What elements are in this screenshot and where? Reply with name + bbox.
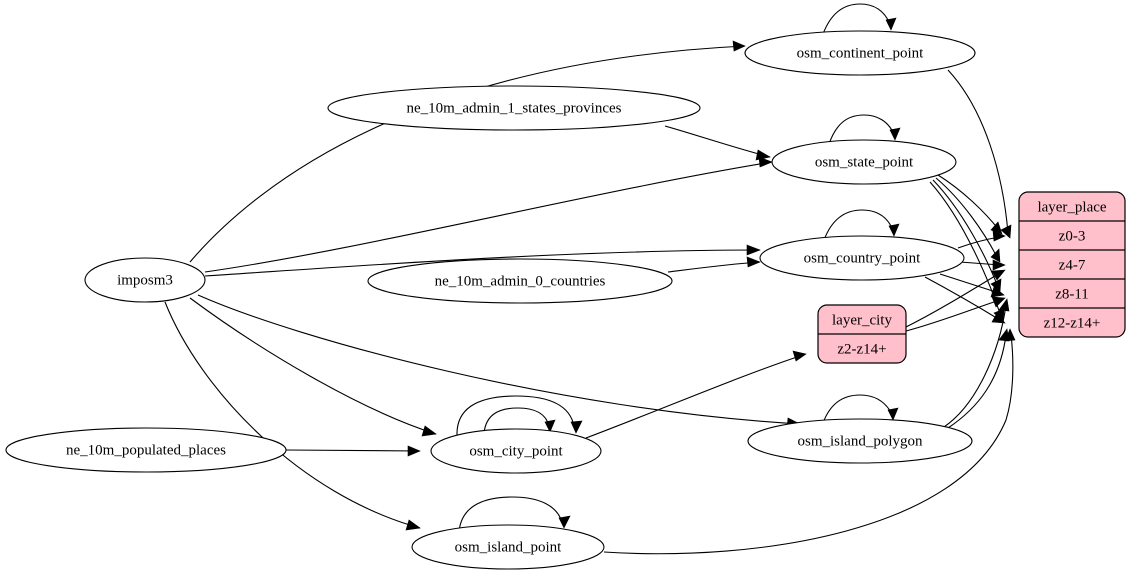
node-layer-city-record[interactable]: layer_city z2-z14+: [817, 304, 907, 364]
node-ne-countries-label: ne_10m_admin_0_countries: [435, 273, 606, 289]
node-osm-island-polygon-label: osm_island_polygon: [797, 433, 923, 449]
node-osm-island-point-label: osm_island_point: [455, 539, 563, 555]
edge-imposm3-to-osm-island-polygon: [197, 294, 801, 429]
edge-osm-island-polygon-to-layer-place-z12-z14: [947, 328, 1010, 429]
edge-osm-continent-point-self-loop: [822, 3, 897, 35]
edge-layer-city-to-layer-place-z4-7: [905, 269, 1006, 328]
node-osm-continent-point[interactable]: osm_continent_point: [744, 30, 976, 76]
node-osm-island-polygon[interactable]: osm_island_polygon: [747, 418, 973, 464]
edge-ne-states-to-osm-state-point: [664, 125, 771, 161]
edge-osm-country-point-to-layer-place-z12-z14: [924, 276, 1006, 324]
layer-place-title: layer_place: [1037, 199, 1106, 215]
edge-osm-island-point-self-loop: [458, 496, 571, 533]
edge-osm-continent-point-to-layer-place-z0-3: [947, 69, 1012, 239]
layer-place-row-z8-11[interactable]: z8-11: [1055, 286, 1089, 302]
edge-osm-state-point-self-loop: [828, 114, 901, 145]
edge-osm-country-point-to-layer-place-z4-7: [959, 259, 1006, 271]
node-osm-continent-point-label: osm_continent_point: [797, 45, 924, 61]
edge-osm-city-point-to-layer-city-z2-z14: [585, 350, 807, 439]
edge-imposm3-to-osm-state-point: [204, 156, 773, 273]
edge-osm-country-point-to-layer-place-z0-3: [957, 230, 1006, 249]
node-osm-state-point[interactable]: osm_state_point: [771, 139, 957, 185]
node-osm-city-point[interactable]: osm_city_point: [430, 428, 602, 474]
edge-imposm3-to-osm-island-point: [164, 301, 421, 531]
node-layer-place-record[interactable]: layer_place z0-3 z4-7 z8-11 z12-z14+: [1018, 191, 1126, 338]
edge-osm-city-point-self-loop-inner: [483, 407, 556, 434]
edge-osm-state-point-to-layer-place-z4-7: [935, 177, 1001, 263]
node-osm-state-point-label: osm_state_point: [815, 154, 914, 170]
layer-city-title: layer_city: [832, 312, 892, 328]
node-ne-populated-label: ne_10m_populated_places: [66, 442, 226, 458]
node-osm-island-point[interactable]: osm_island_point: [411, 524, 605, 570]
edge-ne-countries-to-osm-country-point: [667, 256, 761, 273]
layer-place-row-z0-3[interactable]: z0-3: [1059, 228, 1086, 244]
edge-layer: [164, 3, 1016, 555]
node-osm-country-point-label: osm_country_point: [804, 250, 921, 266]
edge-osm-country-point-to-layer-place-z8-11: [939, 273, 1005, 298]
node-layer: imposm3 ne_10m_admin_1_states_provinces …: [5, 30, 1126, 570]
edge-osm-city-point-self-loop-outer: [456, 395, 583, 437]
edge-imposm3-to-osm-continent-point: [189, 40, 746, 263]
node-ne-10m-populated-places[interactable]: ne_10m_populated_places: [5, 427, 287, 473]
edge-ne-populated-to-osm-city-point: [285, 445, 421, 457]
edge-layer-city-to-layer-place-z8-11: [905, 296, 1006, 332]
node-ne-10m-admin-0-countries[interactable]: ne_10m_admin_0_countries: [367, 258, 673, 304]
edge-osm-island-polygon-to-layer-place-z8-11: [943, 298, 1010, 428]
edge-imposm3-to-osm-city-point: [189, 297, 437, 437]
edge-osm-country-point-self-loop: [823, 209, 900, 241]
layer-place-row-z12-z14plus[interactable]: z12-z14+: [1044, 315, 1101, 331]
node-ne-10m-admin-1-states-provinces[interactable]: ne_10m_admin_1_states_provinces: [327, 85, 701, 131]
node-osm-city-point-label: osm_city_point: [469, 443, 563, 459]
layer-city-row-z2-z14plus[interactable]: z2-z14+: [837, 341, 886, 357]
node-imposm3[interactable]: imposm3: [84, 257, 206, 303]
node-osm-country-point[interactable]: osm_country_point: [759, 235, 965, 281]
node-imposm3-label: imposm3: [117, 272, 173, 288]
edge-osm-island-polygon-self-loop: [822, 394, 899, 424]
edge-osm-island-point-to-layer-place-z12-z14: [603, 328, 1016, 555]
edge-imposm3-to-osm-country-point: [204, 244, 761, 277]
node-ne-states-label: ne_10m_admin_1_states_provinces: [407, 100, 622, 116]
layer-place-row-z4-7[interactable]: z4-7: [1059, 257, 1086, 273]
